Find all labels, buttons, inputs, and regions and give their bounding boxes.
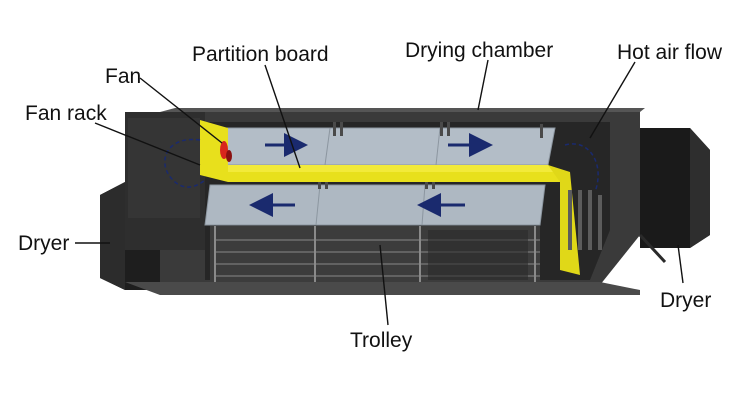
fan-label: Fan: [105, 66, 141, 87]
right-dryer-box: [640, 128, 710, 262]
drying-chamber-label: Drying chamber: [405, 40, 553, 61]
partition-board-label: Partition board: [192, 44, 329, 65]
dryer-right-leader: [678, 245, 683, 283]
dryer-left-label: Dryer: [18, 233, 69, 254]
dryer-right-label: Dryer: [660, 290, 711, 311]
fan-rack-label: Fan rack: [25, 103, 107, 124]
trolley-label: Trolley: [350, 330, 412, 351]
drying-chamber-leader: [478, 60, 488, 110]
trolley-shelving: [210, 226, 540, 282]
hot-air-flow-label: Hot air flow: [617, 42, 722, 63]
